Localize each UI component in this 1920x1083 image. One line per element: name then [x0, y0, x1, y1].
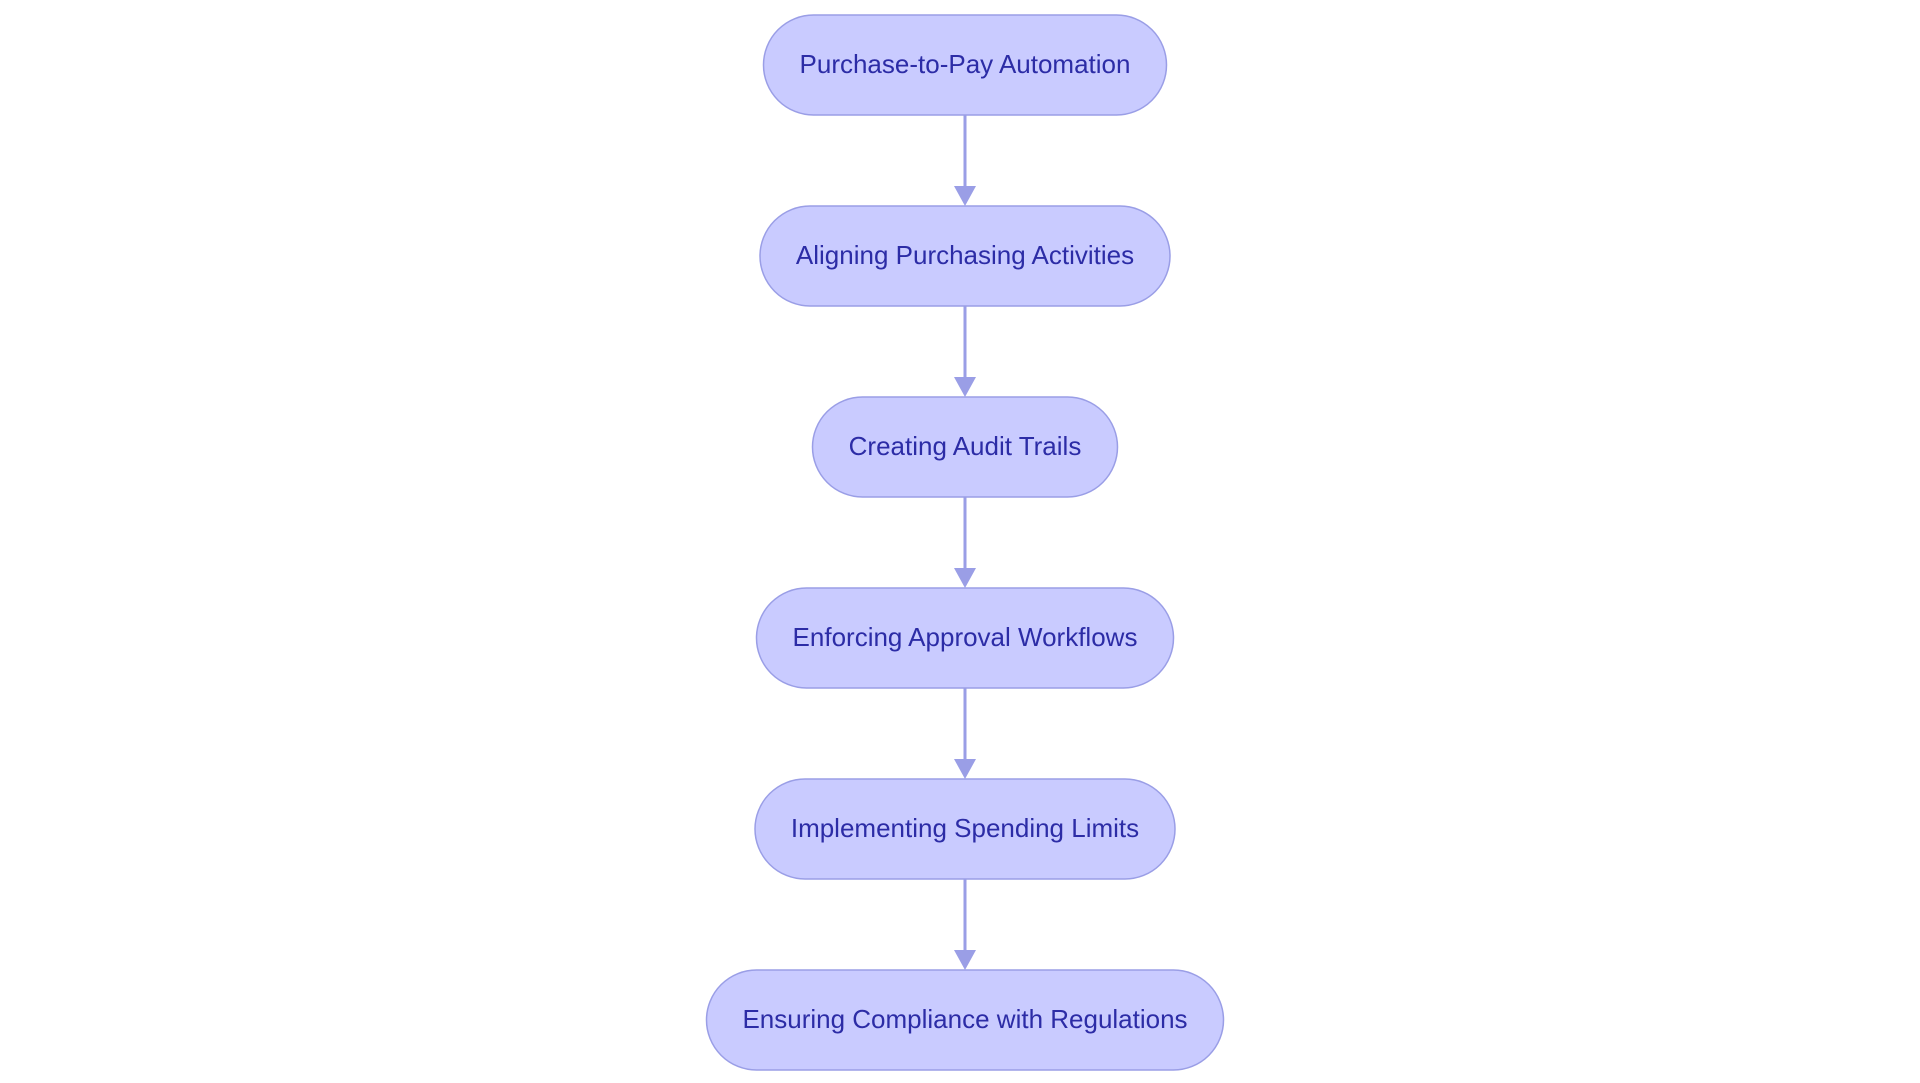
flow-node-n1: Purchase-to-Pay Automation — [762, 14, 1168, 116]
flow-node-label: Aligning Purchasing Activities — [796, 240, 1134, 270]
flow-arrow-n3-n4 — [954, 497, 976, 588]
arrowhead-icon — [954, 377, 976, 397]
flow-node-label: Purchase-to-Pay Automation — [800, 49, 1131, 79]
flow-node-label: Implementing Spending Limits — [791, 813, 1139, 843]
flow-arrow-n4-n5 — [954, 688, 976, 779]
flow-arrow-n2-n3 — [954, 306, 976, 397]
flow-node-shape — [755, 587, 1175, 689]
flow-node-n5: Implementing Spending Limits — [754, 778, 1176, 880]
flow-arrow-n5-n6 — [954, 879, 976, 970]
flow-node-n4: Enforcing Approval Workflows — [755, 587, 1175, 689]
flow-node-shape — [759, 205, 1171, 307]
flow-node-shape — [762, 14, 1168, 116]
flow-node-shape — [705, 969, 1225, 1071]
edges-layer — [954, 115, 976, 970]
flow-node-shape — [811, 396, 1119, 498]
flow-node-n3: Creating Audit Trails — [811, 396, 1119, 498]
flow-node-n2: Aligning Purchasing Activities — [759, 205, 1171, 307]
flow-node-label: Ensuring Compliance with Regulations — [742, 1004, 1187, 1034]
arrowhead-icon — [954, 950, 976, 970]
flow-node-n6: Ensuring Compliance with Regulations — [705, 969, 1225, 1071]
flow-arrow-n1-n2 — [954, 115, 976, 206]
arrowhead-icon — [954, 186, 976, 206]
flow-node-label: Enforcing Approval Workflows — [793, 622, 1138, 652]
arrowhead-icon — [954, 568, 976, 588]
arrowhead-icon — [954, 759, 976, 779]
flow-node-shape — [754, 778, 1176, 880]
flow-node-label: Creating Audit Trails — [849, 431, 1082, 461]
